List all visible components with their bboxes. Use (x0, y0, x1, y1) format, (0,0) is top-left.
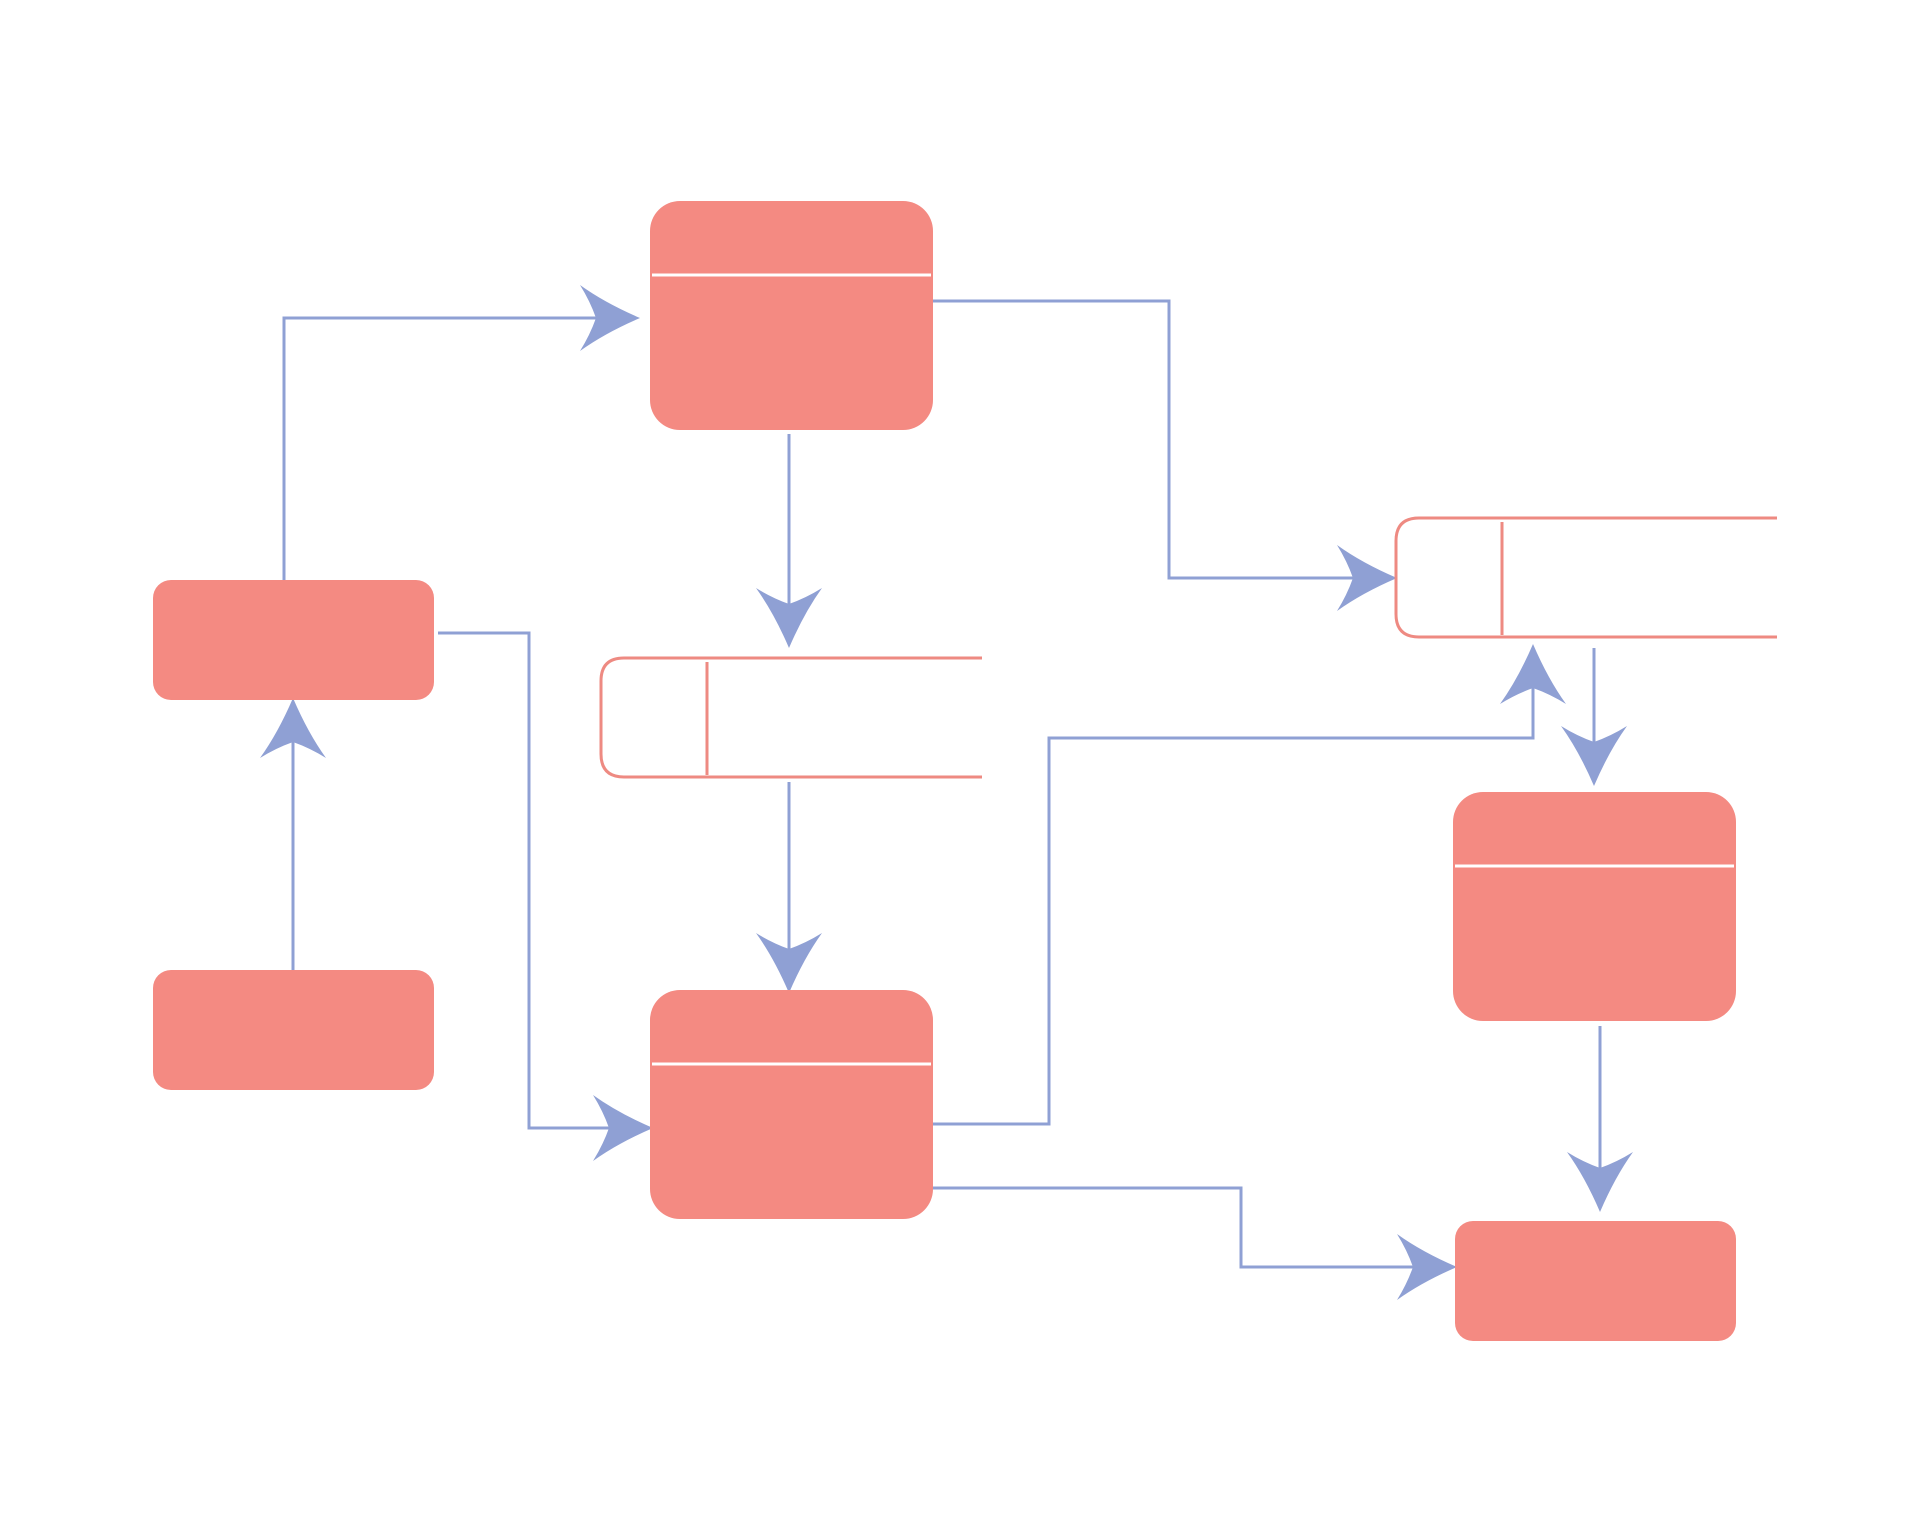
arrowhead-right-process-middle (593, 1095, 653, 1161)
arrowhead-down-store-middle (756, 588, 822, 648)
edge-entity-left-top-to-process-middle (438, 631, 646, 1130)
data-stores-layer (599, 516, 1777, 779)
process-top-box (650, 201, 933, 430)
process-right[interactable] (1453, 792, 1736, 1021)
process-right-box (1453, 792, 1736, 1021)
data-store-middle[interactable] (599, 656, 982, 779)
arrowhead-right-store-right (1337, 545, 1397, 611)
edges-layer (282, 299, 1602, 1269)
edge-process-middle-to-entity-right-bottom (932, 1186, 1445, 1269)
edge-process-top-to-store-right (932, 299, 1387, 580)
edge-entity-left-top-to-process-top (282, 316, 628, 580)
entity-left-top[interactable] (153, 580, 434, 700)
arrowhead-down-entity-right-bottom (1567, 1152, 1633, 1212)
arrowhead-down-process-middle (756, 933, 822, 993)
data-store-right-outline (1394, 516, 1777, 639)
process-top[interactable] (650, 201, 933, 430)
process-middle[interactable] (650, 990, 933, 1219)
arrowhead-right-entity-right-bottom (1397, 1234, 1457, 1300)
arrowhead-down-process-right (1561, 726, 1627, 786)
data-store-right[interactable] (1394, 516, 1777, 639)
arrowheads-layer (260, 285, 1633, 1300)
arrowhead-right-process-top (580, 285, 640, 351)
data-store-middle-outline (599, 656, 982, 779)
process-middle-box (650, 990, 933, 1219)
entity-left-bottom[interactable] (153, 970, 434, 1090)
entity-right-bottom[interactable] (1455, 1221, 1736, 1341)
edge-process-middle-to-store-right (932, 676, 1535, 1126)
arrowhead-up-store-right (1500, 644, 1566, 704)
arrowhead-up-entity-left-top (260, 698, 326, 758)
nodes-layer (153, 201, 1736, 1341)
